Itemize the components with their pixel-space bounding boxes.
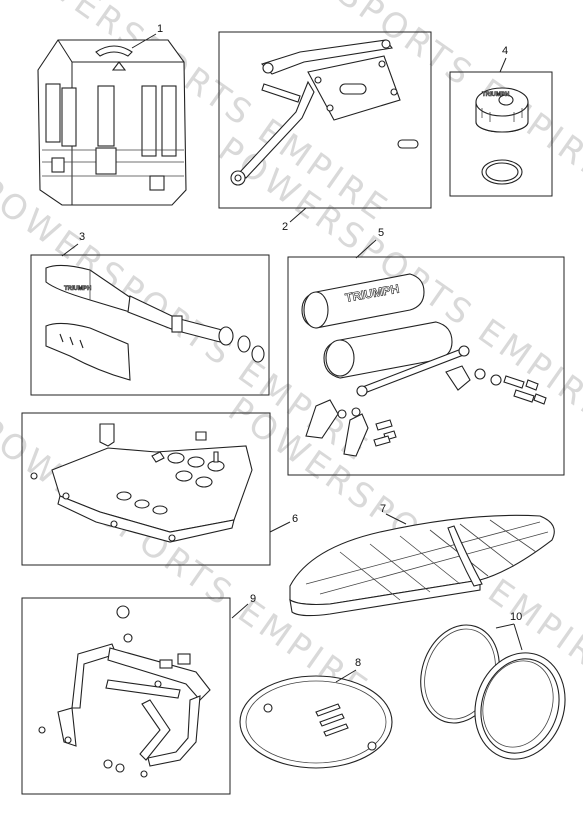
- part-10-headlamp-rings: 10: [420, 611, 566, 760]
- box-part-3: [30, 254, 270, 396]
- box-part-4: [449, 71, 553, 197]
- cap-brand-text: TRIUMPH: [482, 92, 509, 98]
- part-4-filler-cap: TRIUMPH 4: [449, 45, 553, 197]
- silencer-brand-text: TRIUMPH: [64, 286, 91, 292]
- part-1-pannier-bag: 1: [37, 23, 187, 206]
- part-7-seat: 7: [289, 503, 555, 617]
- callout-9: 9: [250, 593, 256, 605]
- part-6-sump-guard: 6: [21, 412, 298, 566]
- part-8-side-plate: 8: [239, 657, 393, 769]
- callout-10: 10: [510, 611, 522, 623]
- part-2-mounting-rail: 2: [218, 31, 432, 233]
- callout-1: 1: [157, 23, 163, 35]
- callout-7: 7: [380, 503, 386, 515]
- callout-5: 5: [378, 227, 384, 239]
- callout-4: 4: [502, 45, 508, 57]
- part-3-silencer: TRIUMPH 3: [30, 231, 270, 396]
- box-part-6: [21, 412, 271, 566]
- callout-6: 6: [292, 513, 298, 525]
- part-9-crash-bars: 9: [21, 593, 256, 795]
- box-part-2: [218, 31, 432, 209]
- box-part-9: [21, 597, 231, 795]
- callout-8: 8: [355, 657, 361, 669]
- callout-2: 2: [282, 221, 288, 233]
- box-part-5: [287, 256, 565, 476]
- callout-3: 3: [79, 231, 85, 243]
- part-5-bolster-kit: TRIUMPH 5: [287, 227, 565, 476]
